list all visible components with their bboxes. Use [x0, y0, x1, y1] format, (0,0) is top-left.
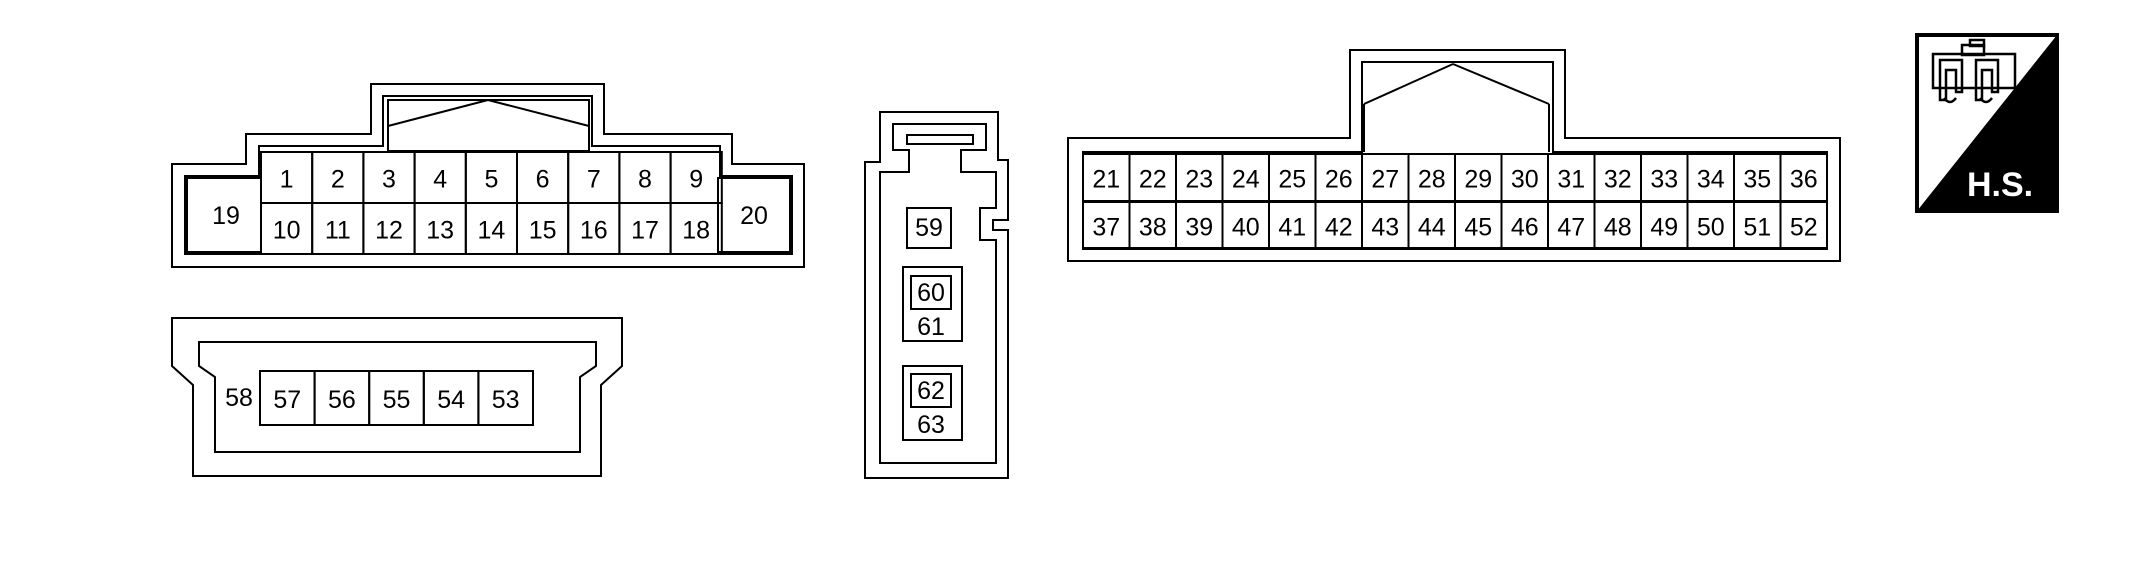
pin-label-20: 20 [740, 202, 768, 230]
pin-label-53: 53 [492, 386, 520, 414]
pin-label-36: 36 [1790, 166, 1818, 194]
pin-label-8: 8 [638, 166, 652, 194]
pin-label-59: 59 [915, 214, 943, 242]
pin-label-22: 22 [1139, 166, 1167, 194]
connector-a-outer-housing [171, 83, 805, 268]
pin-label-61: 61 [917, 313, 945, 341]
pin-label-63: 63 [917, 411, 945, 439]
pin-label-57: 57 [273, 386, 301, 414]
connector-c-inner-housing [879, 123, 997, 464]
connector-d-pins: 21 22 23 24 25 26 27 28 29 30 31 32 33 34 35 36 37 38 39 40… [1082, 153, 1828, 250]
pin-label-50: 50 [1697, 214, 1725, 242]
pin-label-58: 58 [225, 384, 253, 412]
pin-label-14: 14 [477, 217, 505, 245]
pin-label-44: 44 [1418, 214, 1446, 242]
connector-c-top-slot [906, 134, 974, 145]
connector-b [171, 317, 623, 477]
pin-label-27: 27 [1371, 166, 1399, 194]
connector-c [864, 111, 1009, 479]
pin-label-11: 11 [325, 217, 351, 245]
connector-housing-icon [1931, 38, 2017, 104]
pin-label-7: 7 [587, 166, 601, 194]
connector-a-inner-housing [184, 95, 793, 255]
pin-label-43: 43 [1371, 214, 1399, 242]
pin-label-60: 60 [917, 279, 945, 307]
pin-label-37: 37 [1092, 214, 1120, 242]
connector-d-outer-housing [1067, 49, 1841, 262]
pin-label-6: 6 [536, 166, 550, 194]
pin-label-31: 31 [1557, 166, 1585, 194]
pin-label-46: 46 [1511, 214, 1539, 242]
connector-b-outer-housing [171, 317, 623, 477]
connector-a [171, 83, 805, 268]
pin-label-48: 48 [1604, 214, 1632, 242]
pin-label-9: 9 [689, 166, 703, 194]
pin-label-23: 23 [1185, 166, 1213, 194]
connector-b-pins: 57 56 55 54 53 [259, 370, 534, 426]
hs-badge-label: H.S. [1967, 166, 2033, 204]
pin-label-40: 40 [1232, 214, 1260, 242]
pin-label-30: 30 [1511, 166, 1539, 194]
pin-label-10: 10 [273, 217, 301, 245]
hs-badge: H.S. [1915, 33, 2059, 213]
connector-a-latch [387, 99, 590, 152]
pin-label-34: 34 [1697, 166, 1725, 194]
pin-label-26: 26 [1325, 166, 1353, 194]
pin-cell-59 [906, 207, 952, 249]
hs-badge-triangle [1917, 35, 2057, 211]
pin-label-29: 29 [1464, 166, 1492, 194]
pin-label-35: 35 [1743, 166, 1771, 194]
pin-label-12: 12 [375, 217, 403, 245]
pin-cell-52 [1779, 201, 1828, 250]
connector-d-latch-line [1363, 63, 1454, 105]
connector-a-latch-line [387, 99, 489, 127]
connector-d-latch-line [1452, 63, 1550, 105]
pin-cell-60 [910, 275, 952, 310]
pin-label-32: 32 [1604, 166, 1632, 194]
pin-label-33: 33 [1650, 166, 1678, 194]
pin-label-38: 38 [1139, 214, 1167, 242]
pin-label-28: 28 [1418, 166, 1446, 194]
pin-label-4: 4 [433, 166, 447, 194]
pin-label-24: 24 [1232, 166, 1260, 194]
pin-label-3: 3 [382, 166, 396, 194]
pin-label-49: 49 [1650, 214, 1678, 242]
pin-label-42: 42 [1325, 214, 1353, 242]
pin-label-55: 55 [383, 386, 411, 414]
pin-label-39: 39 [1185, 214, 1213, 242]
pin-label-18: 18 [682, 217, 710, 245]
pin-label-47: 47 [1557, 214, 1585, 242]
pin-group-62-63 [902, 365, 963, 441]
pin-label-15: 15 [529, 217, 557, 245]
pin-label-2: 2 [331, 166, 345, 194]
pin-cell-62 [910, 373, 952, 408]
pin-label-52: 52 [1790, 214, 1818, 242]
pin-label-45: 45 [1464, 214, 1492, 242]
connector-a-latch-line [487, 99, 590, 127]
pin-label-1: 1 [280, 166, 294, 194]
pin-cell-20 [717, 177, 791, 253]
pin-cell-18 [669, 202, 723, 255]
pin-label-5: 5 [484, 166, 498, 194]
pin-label-25: 25 [1278, 166, 1306, 194]
pin-cell-53 [477, 370, 534, 426]
pin-label-21: 21 [1092, 166, 1120, 194]
connector-b-inner-housing [198, 341, 597, 453]
pin-label-62: 62 [917, 377, 945, 405]
pin-label-51: 51 [1743, 214, 1771, 242]
pin-label-19: 19 [212, 202, 240, 230]
pin-group-60-61 [902, 266, 963, 342]
pin-label-41: 41 [1278, 214, 1306, 242]
pin-label-54: 54 [437, 386, 465, 414]
connector-c-outer-housing [864, 111, 1009, 479]
pin-label-17: 17 [631, 217, 659, 245]
pin-label-56: 56 [328, 386, 356, 414]
pin-label-16: 16 [580, 217, 608, 245]
pin-label-13: 13 [426, 217, 454, 245]
